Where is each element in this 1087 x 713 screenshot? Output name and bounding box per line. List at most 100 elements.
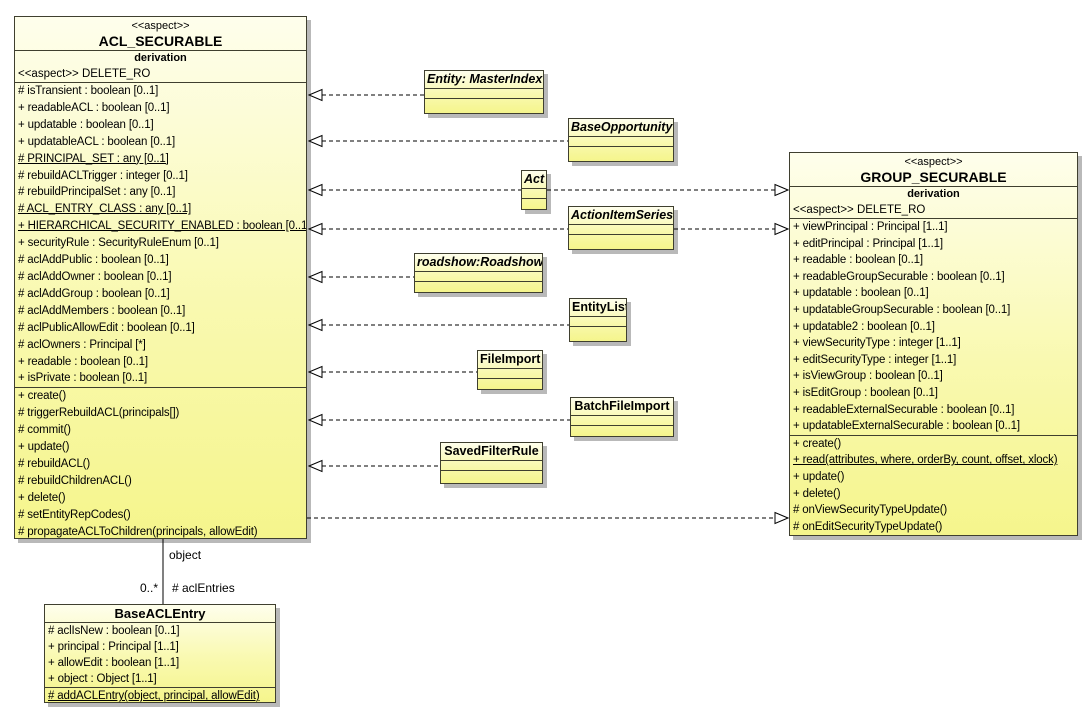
stereotype-label: <<aspect>> [904, 156, 963, 168]
member-row: + HIERARCHICAL_SECURITY_ENABLED : boolea… [18, 220, 307, 233]
attributes-compartment [441, 461, 542, 471]
attributes-compartment [569, 225, 673, 235]
class-fileimport: FileImport [477, 350, 543, 390]
attributes-compartment [571, 416, 673, 426]
operations-compartment [571, 426, 673, 436]
attributes-compartment [569, 137, 673, 147]
open-triangle-arrow-icon [774, 222, 790, 236]
member-row: # onViewSecurityTypeUpdate() [793, 504, 948, 517]
member-row: # setEntityRepCodes() [18, 508, 131, 521]
member-row: + isViewGroup : boolean [0..1] [793, 370, 943, 383]
realization-entitylist-aclsecurable [307, 318, 569, 332]
open-triangle-arrow-icon [774, 183, 790, 197]
member-row: # aclAddPublic : boolean [0..1] [18, 254, 169, 267]
operations-compartment [478, 379, 542, 389]
member-row: + editPrincipal : Principal [1..1] [793, 237, 943, 250]
open-triangle-arrow-icon [307, 459, 323, 473]
operations-compartment [569, 147, 673, 161]
member-row: + create() [18, 390, 67, 403]
substereotype-label: <<aspect>> DELETE_RO [15, 66, 306, 83]
member-row: + create() [793, 437, 842, 450]
member-row: # PRINCIPAL_SET : any [0..1] [18, 152, 169, 165]
member-row: + update() [793, 470, 845, 483]
realization-batchfileimport-aclsecurable [307, 413, 570, 427]
member-row: # propagateACLToChildren(principals, all… [18, 525, 258, 538]
open-triangle-arrow-icon [307, 88, 323, 102]
member-row: # aclAddOwner : boolean [0..1] [18, 270, 172, 283]
member-row: # rebuildACL() [18, 457, 91, 470]
operations-compartment [522, 199, 546, 209]
realization-actionitemseries-groupsecurable [674, 222, 790, 236]
member-row: # aclOwners : Principal [*] [18, 338, 146, 351]
member-row: # addACLEntry(object, principal, allowEd… [48, 690, 260, 702]
open-triangle-arrow-icon [307, 134, 323, 148]
member-row: + updatable2 : boolean [0..1] [793, 320, 935, 333]
class-roadshow: roadshow:Roadshow [414, 253, 543, 293]
member-row: # rebuildChildrenACL() [18, 474, 132, 487]
class-name: BaseACLEntry [45, 605, 275, 623]
class-name: EntityList [570, 299, 626, 317]
member-row: + readable : boolean [0..1] [18, 355, 148, 368]
attributes-compartment [478, 369, 542, 379]
attributes-compartment: # aclIsNew : boolean [0..1]+ principal :… [45, 623, 275, 687]
member-row: + isEditGroup : boolean [0..1] [793, 386, 938, 399]
member-row: + update() [18, 441, 70, 454]
member-row: # commit() [18, 424, 71, 437]
open-triangle-arrow-icon [307, 365, 323, 379]
class-name: Act [522, 171, 546, 189]
member-row: + allowEdit : boolean [1..1] [48, 657, 180, 669]
operations-compartment [569, 235, 673, 249]
attributes-compartment [425, 89, 543, 99]
member-row: # aclAddMembers : boolean [0..1] [18, 304, 186, 317]
derivation-label: derivation [134, 52, 187, 64]
member-row: + updatable : boolean [0..1] [18, 118, 154, 131]
open-triangle-arrow-icon [307, 183, 323, 197]
member-row: + delete() [18, 491, 66, 504]
stereotype-label: <<aspect>> [131, 20, 190, 32]
class-entity-masterindex: Entity: MasterIndex [424, 70, 544, 114]
member-row: # ACL_ENTRY_CLASS : any [0..1] [18, 203, 191, 216]
member-row: # aclPublicAllowEdit : boolean [0..1] [18, 321, 195, 334]
class-name: BatchFileImport [571, 398, 673, 416]
open-triangle-arrow-icon [307, 318, 323, 332]
member-row: + updatable : boolean [0..1] [793, 287, 929, 300]
member-row: + editSecurityType : integer [1..1] [793, 353, 957, 366]
attributes-compartment [415, 272, 542, 282]
derivation-label: derivation [907, 188, 960, 200]
operations-compartment: + create()# triggerRebuildACL(principals… [15, 387, 306, 538]
member-row: # rebuildACLTrigger : integer [0..1] [18, 169, 188, 182]
member-row: # isTransient : boolean [0..1] [18, 85, 159, 97]
operations-compartment: + create()+ read(attributes, where, orde… [790, 434, 1077, 535]
association-role-aclentries: # aclEntries [172, 581, 235, 595]
class-savedfilterrule: SavedFilterRule [440, 442, 543, 484]
operations-compartment [415, 282, 542, 292]
class-name: ACL_SECURABLE [15, 33, 306, 51]
member-row: + securityRule : SecurityRuleEnum [0..1] [18, 237, 219, 250]
member-row: + viewSecurityType : integer [1..1] [793, 337, 961, 350]
realization-aclsecurable-groupsecurable [307, 511, 790, 525]
realization-fileimport-aclsecurable [307, 365, 477, 379]
member-row: + viewPrincipal : Principal [1..1] [793, 221, 948, 233]
member-row: + updatableExternalSecurable : boolean [… [793, 420, 1020, 433]
operations-compartment: # addACLEntry(object, principal, allowEd… [45, 687, 275, 702]
member-row: # aclIsNew : boolean [0..1] [48, 625, 180, 637]
class-name: ActionItemSeries [569, 207, 673, 225]
realization-baseopportunity-aclsecurable [307, 134, 568, 148]
association-multiplicity: 0..* [139, 581, 158, 595]
class-name: FileImport [478, 351, 542, 369]
member-row: + delete() [793, 487, 841, 500]
member-row: + updatableACL : boolean [0..1] [18, 135, 176, 148]
realization-act-aclsecurable [307, 183, 521, 197]
class-name: roadshow:Roadshow [415, 254, 542, 272]
open-triangle-arrow-icon [774, 511, 790, 525]
class-baseaclentry: BaseACLEntry # aclIsNew : boolean [0..1]… [44, 604, 276, 703]
member-row: + readableACL : boolean [0..1] [18, 101, 170, 114]
open-triangle-arrow-icon [307, 270, 323, 284]
operations-compartment [425, 99, 543, 113]
realization-savedfilterrule-aclsecurable [307, 459, 440, 473]
class-group-securable: <<aspect>> GROUP_SECURABLE derivation <<… [789, 152, 1078, 536]
class-name: SavedFilterRule [441, 443, 542, 461]
open-triangle-arrow-icon [307, 222, 323, 236]
member-row: + updatableGroupSecurable : boolean [0..… [793, 303, 1011, 316]
